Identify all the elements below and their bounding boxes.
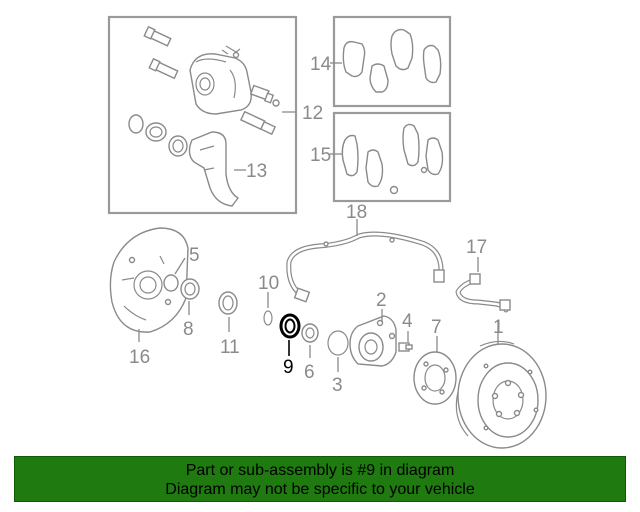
banner-line-1: Part or sub-assembly is #9 in diagram — [185, 462, 455, 479]
info-banner: Part or sub-assembly is #9 in diagram Di… — [14, 456, 626, 502]
callout-1: 1 — [493, 317, 504, 338]
part-10 — [263, 310, 273, 326]
callout-15: 15 — [310, 145, 331, 166]
callout-13: 13 — [246, 161, 267, 182]
callout-3: 3 — [332, 375, 343, 396]
pad-set-15-parts — [341, 123, 444, 195]
callout-7: 7 — [431, 317, 442, 338]
part-5 — [163, 274, 179, 292]
part-6 — [301, 323, 319, 343]
callout-4: 4 — [402, 311, 413, 332]
pad-set-box-15 — [332, 111, 452, 203]
callout-10: 10 — [258, 273, 279, 294]
part-8 — [180, 278, 200, 300]
backing-plate-16 — [109, 227, 189, 333]
callout-16: 16 — [129, 347, 150, 368]
brake-hose-17 — [455, 273, 511, 313]
callout-9: 9 — [283, 357, 294, 378]
part-1-rotor — [455, 340, 547, 449]
callout-18: 18 — [346, 202, 367, 223]
callout-11: 11 — [220, 337, 240, 358]
callout-2: 2 — [376, 290, 387, 311]
caliper-assembly-box — [107, 15, 298, 215]
part-2-hub — [349, 315, 397, 367]
callout-17: 17 — [466, 237, 487, 258]
parts-diagram: 12 13 14 15 18 17 — [107, 15, 547, 449]
pad-set-box-14 — [332, 15, 452, 108]
callout-12: 12 — [302, 103, 323, 124]
part-11 — [218, 291, 238, 315]
callout-5: 5 — [189, 245, 200, 266]
part-4-bolt — [398, 342, 413, 352]
banner-line-2: Diagram may not be specific to your vehi… — [165, 481, 475, 498]
part-3 — [327, 330, 349, 356]
abs-sensor-wire-18 — [286, 231, 445, 303]
callout-8: 8 — [183, 319, 194, 340]
caliper-parts — [128, 25, 280, 207]
callout-6: 6 — [304, 362, 315, 383]
callout-14: 14 — [310, 54, 332, 75]
pad-set-14-parts — [342, 28, 442, 93]
part-7 — [413, 351, 457, 405]
part-9-highlighted — [279, 313, 301, 339]
